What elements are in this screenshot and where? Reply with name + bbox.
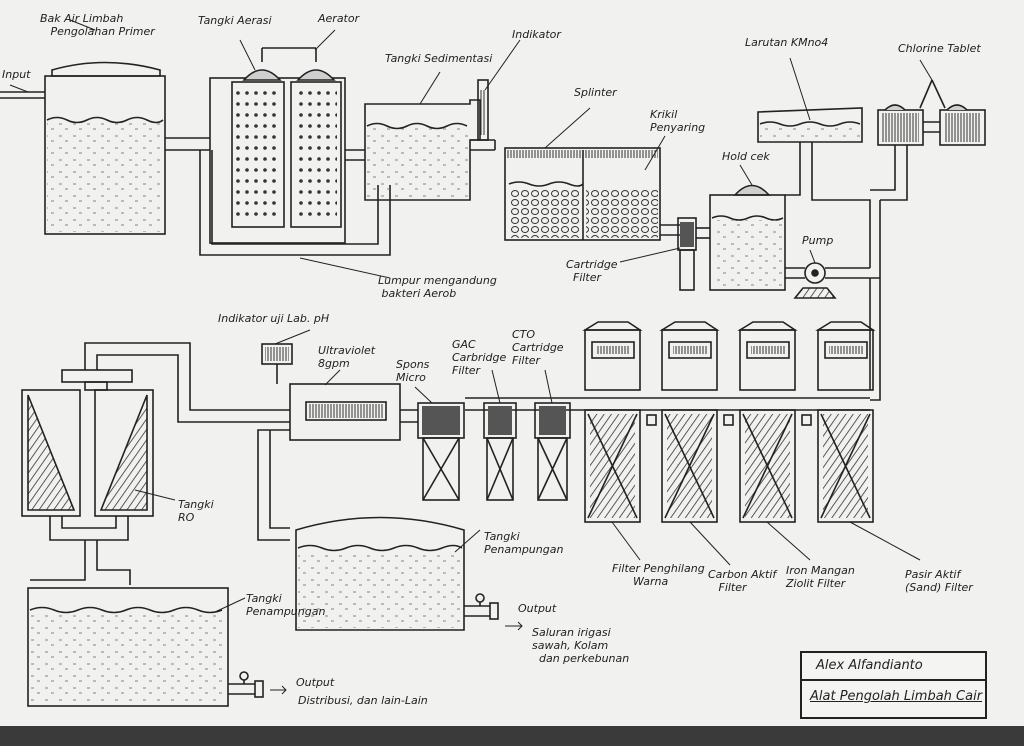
author-name: Alex Alfandianto xyxy=(816,658,923,673)
label-kmno4: Larutan KMno4 xyxy=(745,36,829,49)
label-gac-filter: GAC Carbridge Filter xyxy=(452,338,507,377)
sludge-return-pipe xyxy=(199,150,391,256)
title-block: Alex Alfandianto Alat Pengolah Limbah Ca… xyxy=(800,651,987,719)
drawing-title: Alat Pengolah Limbah Cair xyxy=(810,689,983,704)
ro-tanks xyxy=(21,369,154,585)
pipe-sedimentation-to-splinter xyxy=(470,139,496,151)
label-gravel-filter: Krikil Penyaring xyxy=(650,108,706,134)
label-irrigation-channel: Saluran irigasi sawah, Kolam dan perkebu… xyxy=(532,626,630,665)
cartridge-filter-small xyxy=(660,217,710,291)
chlorine-tablet-tanks xyxy=(870,79,986,201)
storage-tank-middle xyxy=(295,516,499,631)
label-storage-tank-middle: Tangki Penampungan xyxy=(484,530,564,556)
label-hold-check: Hold cek xyxy=(722,150,770,163)
label-chlorine-tablet: Chlorine Tablet xyxy=(898,42,981,55)
label-primary-tank: Bak Air Limbah Pengolahan Primer xyxy=(40,12,155,38)
ultraviolet-unit xyxy=(261,343,418,441)
label-distribution: Distribusi, dan lain-Lain xyxy=(298,694,428,707)
pump xyxy=(785,200,881,401)
label-ultraviolet: Ultraviolet 8gpm xyxy=(318,344,376,370)
label-ph-indicator: Indikator uji Lab. pH xyxy=(218,312,330,325)
label-carbon-filter: Carbon Aktif Filter xyxy=(708,568,777,594)
label-storage-tank-left: Tangki Penampungan xyxy=(246,592,326,618)
label-sand-filter: Pasir Aktif (Sand) Filter xyxy=(905,568,973,594)
label-output-distribution: Output xyxy=(296,676,335,689)
sedimentation-tank xyxy=(364,99,481,201)
cartridge-filters xyxy=(417,397,571,501)
pipe-primary-to-aeration xyxy=(165,137,210,151)
label-iron-manganese-filter: Iron Mangan Ziolit Filter xyxy=(786,564,855,590)
uv-distribution-pipes xyxy=(84,342,290,541)
label-output-irrigation: Output xyxy=(518,602,557,615)
splinter-gravel-filter xyxy=(504,147,661,241)
label-ro-tank: Tangki RO xyxy=(178,498,214,524)
hold-check-tank xyxy=(709,184,786,291)
storage-tank-left xyxy=(27,587,264,707)
label-spons-micro: Spons Micro xyxy=(396,358,430,384)
label-cto-filter: CTO Cartridge Filter xyxy=(512,328,564,367)
label-sedimentation-tank: Tangki Sedimentasi xyxy=(385,52,493,65)
filter-bank xyxy=(570,321,876,523)
label-sludge: Lumpur mengandung bakteri Aerob xyxy=(378,274,497,300)
label-pump: Pump xyxy=(802,234,834,247)
label-aeration-tank: Tangki Aerasi xyxy=(198,14,272,27)
input-pipe xyxy=(0,91,45,99)
scan-edge xyxy=(0,726,1024,746)
pipe-aeration-to-sedimentation xyxy=(345,149,365,161)
label-aerator: Aerator xyxy=(318,12,360,25)
aeration-tank xyxy=(209,47,346,244)
title-divider xyxy=(802,679,985,681)
kmno4-tank xyxy=(757,107,871,262)
label-color-removal-filter: Filter Penghilang Warna xyxy=(612,562,705,588)
primary-waste-tank xyxy=(44,61,166,235)
leader-lines xyxy=(9,19,933,695)
label-indicator: Indikator xyxy=(512,28,561,41)
label-cartridge-filter: Cartridge Filter xyxy=(566,258,618,284)
label-splinter: Splinter xyxy=(574,86,617,99)
label-input: Input xyxy=(2,68,31,81)
